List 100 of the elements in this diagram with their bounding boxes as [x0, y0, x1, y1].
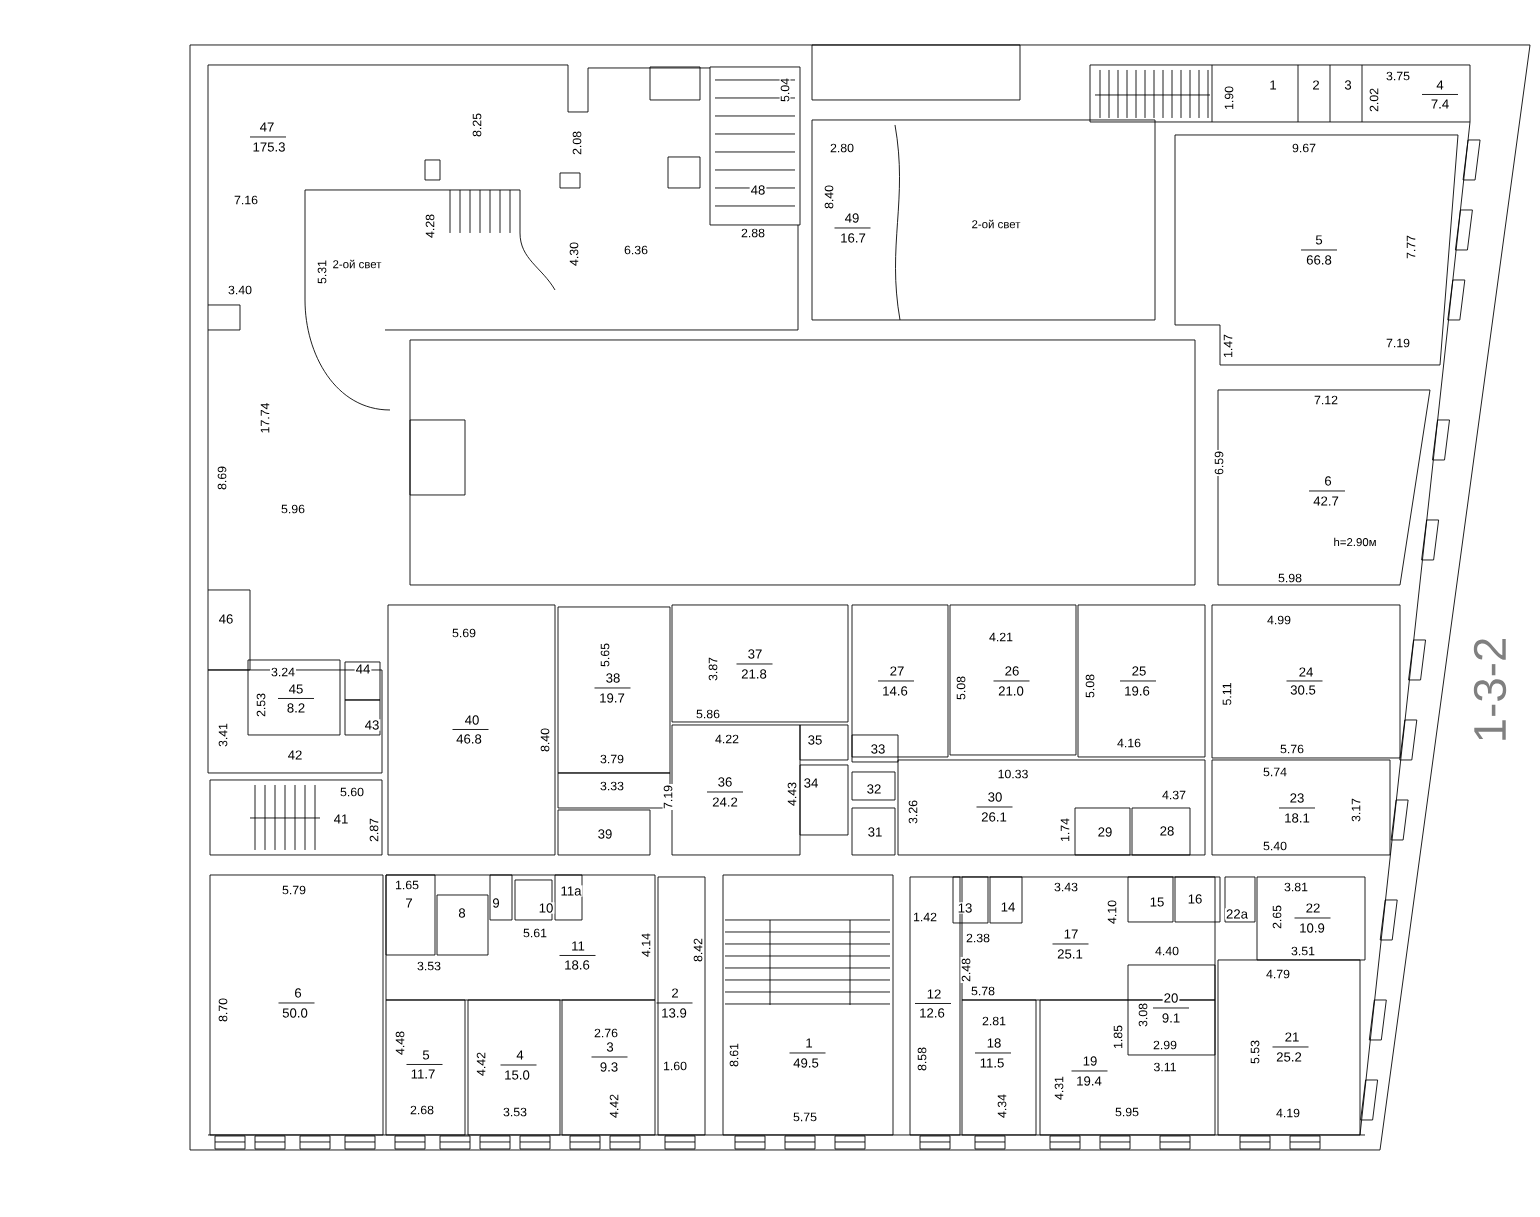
dimension-label: 3.75: [1385, 70, 1412, 82]
dimension-label: 5.60: [339, 786, 366, 798]
room-number: 11а: [559, 885, 583, 897]
dimension-label: 2.80: [829, 142, 856, 154]
dimension-label: 8.70: [217, 996, 229, 1023]
room-number: 2: [1311, 79, 1321, 91]
room-number: 3: [1343, 79, 1353, 91]
room-area: 18.6: [563, 959, 591, 971]
dimension-label: 2.76: [593, 1027, 620, 1039]
dimension-label: 4.14: [640, 931, 652, 958]
dimension-label: 4.31: [1053, 1074, 1065, 1101]
room-number: 47: [258, 121, 276, 133]
dimension-label: 2.48: [960, 956, 972, 983]
room-area: 7.4: [1429, 98, 1451, 110]
handwritten-note: 1-3-2: [1473, 638, 1507, 740]
dimension-label: 10.33: [996, 768, 1030, 780]
room-number: 12: [925, 988, 943, 1000]
room-number: 18: [985, 1037, 1003, 1049]
room-number: 14: [999, 901, 1017, 913]
room-number: 7: [404, 897, 414, 909]
dimension-label: 8.58: [916, 1045, 928, 1072]
room-area: 46.8: [455, 733, 483, 745]
room-number: 35: [806, 734, 824, 746]
dimension-label: 8.69: [216, 464, 228, 491]
room-area: 11.7: [409, 1068, 437, 1080]
dimension-label: 5.86: [695, 708, 722, 720]
room-area: 26.1: [980, 811, 1008, 823]
room-number: 2: [670, 987, 680, 999]
room-number: 48: [749, 184, 767, 196]
dimension-label: 4.28: [424, 212, 436, 239]
room-number: 45: [287, 683, 305, 695]
room-number: 42: [286, 749, 304, 761]
room-number: 22а: [1224, 908, 1250, 920]
room-number: 39: [596, 828, 614, 840]
dimension-label: 2.02: [1368, 86, 1380, 113]
room-number: 24: [1297, 666, 1315, 678]
dimension-label: 3.79: [599, 753, 626, 765]
dimension-label: 1.85: [1112, 1023, 1124, 1050]
dimension-label: 8.40: [539, 726, 551, 753]
dimension-label: 5.11: [1221, 681, 1233, 707]
dimension-label: 8.61: [728, 1041, 740, 1068]
dimension-label: 1.60: [662, 1060, 689, 1072]
room-number: 23: [1288, 792, 1306, 804]
room-number: 43: [363, 719, 381, 731]
room-number: 36: [716, 776, 734, 788]
room-area: 175.3: [251, 141, 287, 153]
dimension-label: 4.40: [1154, 945, 1181, 957]
dimension-label: 5.65: [599, 641, 611, 668]
room-area: 9.1: [1160, 1012, 1182, 1024]
dimension-label: 4.42: [475, 1050, 487, 1077]
dimension-label: 5.76: [1279, 743, 1306, 755]
room-area: 15.0: [503, 1069, 531, 1081]
room-area: 13.9: [660, 1007, 688, 1019]
room-number: 25: [1130, 665, 1148, 677]
room-number: 9: [491, 897, 501, 909]
room-number: 6: [1323, 475, 1333, 487]
dimension-label: 6.59: [1213, 449, 1225, 476]
dimension-label: 3.26: [907, 798, 919, 825]
dimension-label: 2.87: [368, 816, 380, 843]
room-area: 30.5: [1289, 684, 1317, 696]
room-area: 24.2: [711, 796, 739, 808]
dimension-label: 6.36: [623, 244, 650, 256]
dimension-label: 5.74: [1262, 766, 1289, 778]
dimension-label: 3.81: [1283, 881, 1310, 893]
room-number: 37: [746, 648, 764, 660]
dimension-label: 5.31: [316, 258, 328, 285]
dimension-label: 4.99: [1266, 614, 1293, 626]
dimension-label: 3.43: [1053, 881, 1080, 893]
note: h=2.90м: [1332, 536, 1378, 548]
room-area: 10.9: [1298, 922, 1326, 934]
room-number: 6: [293, 987, 303, 999]
room-area: 16.7: [839, 232, 867, 244]
note: 2-ой свет: [970, 218, 1022, 230]
dimension-label: 5.79: [281, 884, 308, 896]
room-number: 44: [354, 663, 372, 675]
room-number: 4: [515, 1049, 525, 1061]
dimension-label: 2.65: [1271, 903, 1283, 930]
dimension-label: 4.48: [394, 1029, 406, 1056]
dimension-label: 5.40: [1262, 840, 1289, 852]
dimension-label: 3.53: [502, 1106, 529, 1118]
dimension-label: 7.16: [233, 194, 260, 206]
room-area: 11.5: [978, 1057, 1006, 1069]
dimension-label: 4.30: [568, 240, 580, 267]
dimension-label: 1.47: [1222, 332, 1234, 359]
room-area: 66.8: [1305, 254, 1333, 266]
dimension-label: 7.19: [1385, 337, 1412, 349]
dimension-label: 3.40: [227, 284, 254, 296]
dimension-label: 8.40: [823, 183, 835, 210]
dimension-label: 5.08: [1084, 672, 1096, 699]
room-number: 19: [1081, 1055, 1099, 1067]
room-number: 38: [604, 672, 622, 684]
room-number: 21: [1283, 1031, 1301, 1043]
dimension-label: 2.08: [571, 129, 583, 156]
room-number: 11: [570, 940, 586, 952]
dimension-label: 5.04: [779, 76, 791, 103]
dimension-label: 3.87: [707, 655, 719, 682]
room-number: 20: [1162, 992, 1180, 1004]
room-area: 25.2: [1275, 1051, 1303, 1063]
dimension-label: 4.43: [786, 780, 798, 807]
dimension-label: 2.99: [1152, 1039, 1179, 1051]
